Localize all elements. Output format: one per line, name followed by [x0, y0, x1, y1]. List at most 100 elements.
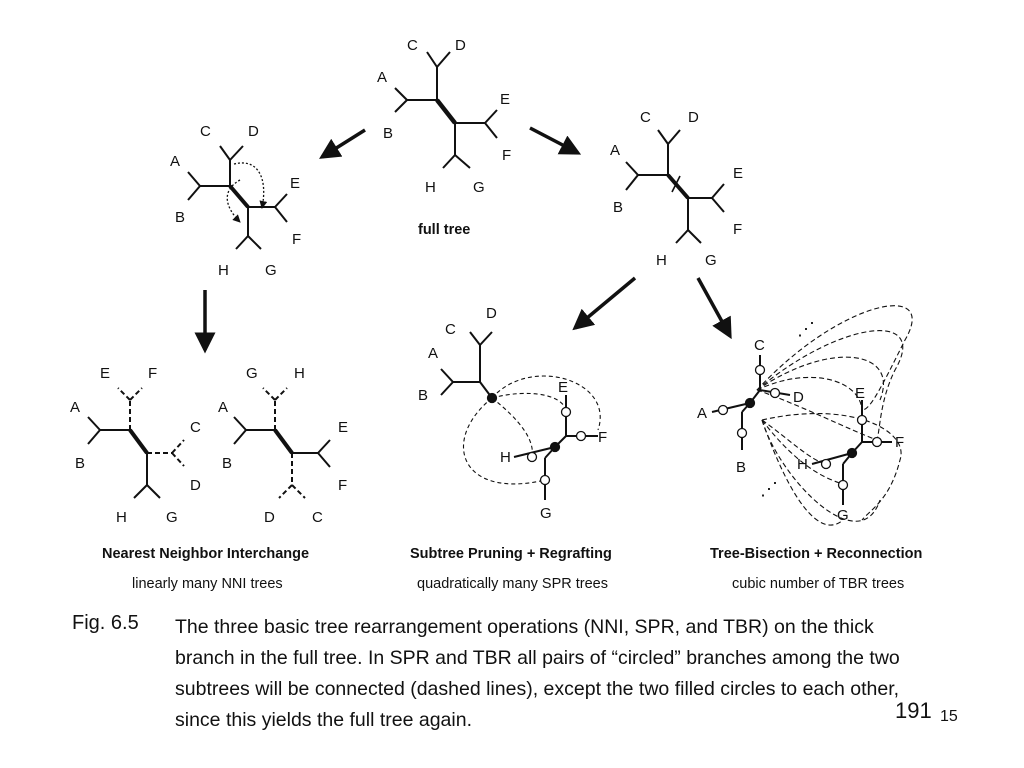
leaf-label: A [610, 142, 620, 159]
leaf-label: E [100, 365, 110, 382]
arrow-to-nni [319, 128, 366, 159]
leaf-label: G [473, 179, 485, 196]
ellipsis-bottom: ⋰ [760, 479, 778, 499]
filled-circle [549, 441, 561, 453]
thick-branch [435, 98, 457, 125]
leaf-label: F [502, 147, 511, 164]
nni-source-tree [187, 145, 288, 250]
leaf-label: C [445, 321, 456, 338]
full-tree-leaf-labels: C D A B E F H G [377, 37, 511, 196]
open-circle [575, 430, 587, 442]
leaf-label: E [558, 379, 568, 396]
leaf-label: A [377, 69, 387, 86]
leaf-label: C [190, 419, 201, 436]
slide-number: 15 [940, 708, 958, 725]
leaf-label: F [292, 231, 301, 248]
tbr-leaf-labels: C D A B E F H G [697, 337, 904, 524]
leaf-label: C [407, 37, 418, 54]
filled-circle [486, 392, 498, 404]
leaf-label: B [222, 455, 232, 472]
leaf-label: F [338, 477, 347, 494]
leaf-label: D [486, 305, 497, 322]
leaf-label: D [190, 477, 201, 494]
leaf-label: B [175, 209, 185, 226]
nni-result-1-leaf-labels: E F A B C D H G [70, 365, 201, 526]
leaf-label: D [264, 509, 275, 526]
tbr-dashed-connections [756, 305, 913, 526]
nni-result-2-leaf-labels: G H A B E F D C [218, 365, 348, 526]
leaf-label: E [855, 385, 865, 402]
leaf-label: E [500, 91, 510, 108]
figure-caption: The three basic tree rearrangement opera… [175, 616, 900, 731]
open-circle [871, 436, 883, 448]
open-circle [754, 364, 766, 376]
operation-arrows [194, 126, 732, 354]
spr-subtitle: quadratically many SPR trees [417, 576, 608, 592]
cut-tree-leaf-labels: C D A B E F H G [610, 109, 743, 269]
filled-circle [846, 447, 858, 459]
nni-result-tree-2 [233, 387, 331, 499]
nni-source-leaf-labels: C D A B E F H G [170, 123, 301, 279]
spr-title: Subtree Pruning + Regrafting [410, 546, 612, 562]
leaf-label: D [793, 389, 804, 406]
open-circle [526, 451, 538, 463]
leaf-label: F [895, 434, 904, 451]
nni-title: Nearest Neighbor Interchange [102, 546, 309, 562]
leaf-label: B [736, 459, 746, 476]
leaf-label: G [540, 505, 552, 522]
page-number: 191 [895, 698, 932, 723]
leaf-label: D [688, 109, 699, 126]
leaf-label: C [640, 109, 651, 126]
filled-circle [744, 397, 756, 409]
full-tree [394, 51, 498, 169]
leaf-label: H [797, 456, 808, 473]
leaf-label: G [246, 365, 258, 382]
arrow-to-tbr [696, 277, 732, 340]
open-circle [837, 479, 849, 491]
leaf-label: F [598, 429, 607, 446]
open-circle [539, 474, 551, 486]
cut-mark [671, 175, 681, 193]
leaf-label: H [218, 262, 229, 279]
leaf-label: A [218, 399, 228, 416]
open-circle [769, 387, 781, 399]
leaf-label: C [312, 509, 323, 526]
leaf-label: B [613, 199, 623, 216]
ellipsis-top: ⋰ [797, 319, 815, 339]
tbr-title: Tree-Bisection + Reconnection [710, 546, 922, 562]
leaf-label: H [500, 449, 511, 466]
nni-result-tree-1 [87, 387, 185, 499]
leaf-label: H [656, 252, 667, 269]
spr-dashed-connections [463, 375, 601, 485]
tree-rearrangement-figure: C D A B E F H G full tree C D A B E F H … [70, 37, 922, 592]
nni-subtitle: linearly many NNI trees [132, 576, 283, 592]
spr-leaf-labels: C D A B E F H G [418, 305, 607, 522]
leaf-label: G [265, 262, 277, 279]
open-circle [560, 406, 572, 418]
leaf-label: A [697, 405, 707, 422]
leaf-label: E [733, 165, 743, 182]
figure-number: Fig. 6.5 [72, 612, 139, 634]
leaf-label: G [166, 509, 178, 526]
leaf-label: C [754, 337, 765, 354]
spr-circles [486, 392, 587, 486]
leaf-label: B [383, 125, 393, 142]
open-circle [717, 404, 729, 416]
nni-swap-arrows [226, 162, 268, 223]
leaf-label: D [248, 123, 259, 140]
leaf-label: C [200, 123, 211, 140]
arrow-to-cut-tree [529, 126, 582, 155]
arrow-to-spr [572, 276, 637, 331]
full-tree-label: full tree [418, 222, 470, 238]
leaf-label: G [837, 507, 849, 524]
leaf-label: H [294, 365, 305, 382]
tbr-subtitle: cubic number of TBR trees [732, 576, 904, 592]
leaf-label: G [705, 252, 717, 269]
leaf-label: A [170, 153, 180, 170]
leaf-label: D [455, 37, 466, 54]
leaf-label: E [338, 419, 348, 436]
leaf-label: F [148, 365, 157, 382]
open-circle [736, 427, 748, 439]
leaf-label: H [425, 179, 436, 196]
leaf-label: A [70, 399, 80, 416]
